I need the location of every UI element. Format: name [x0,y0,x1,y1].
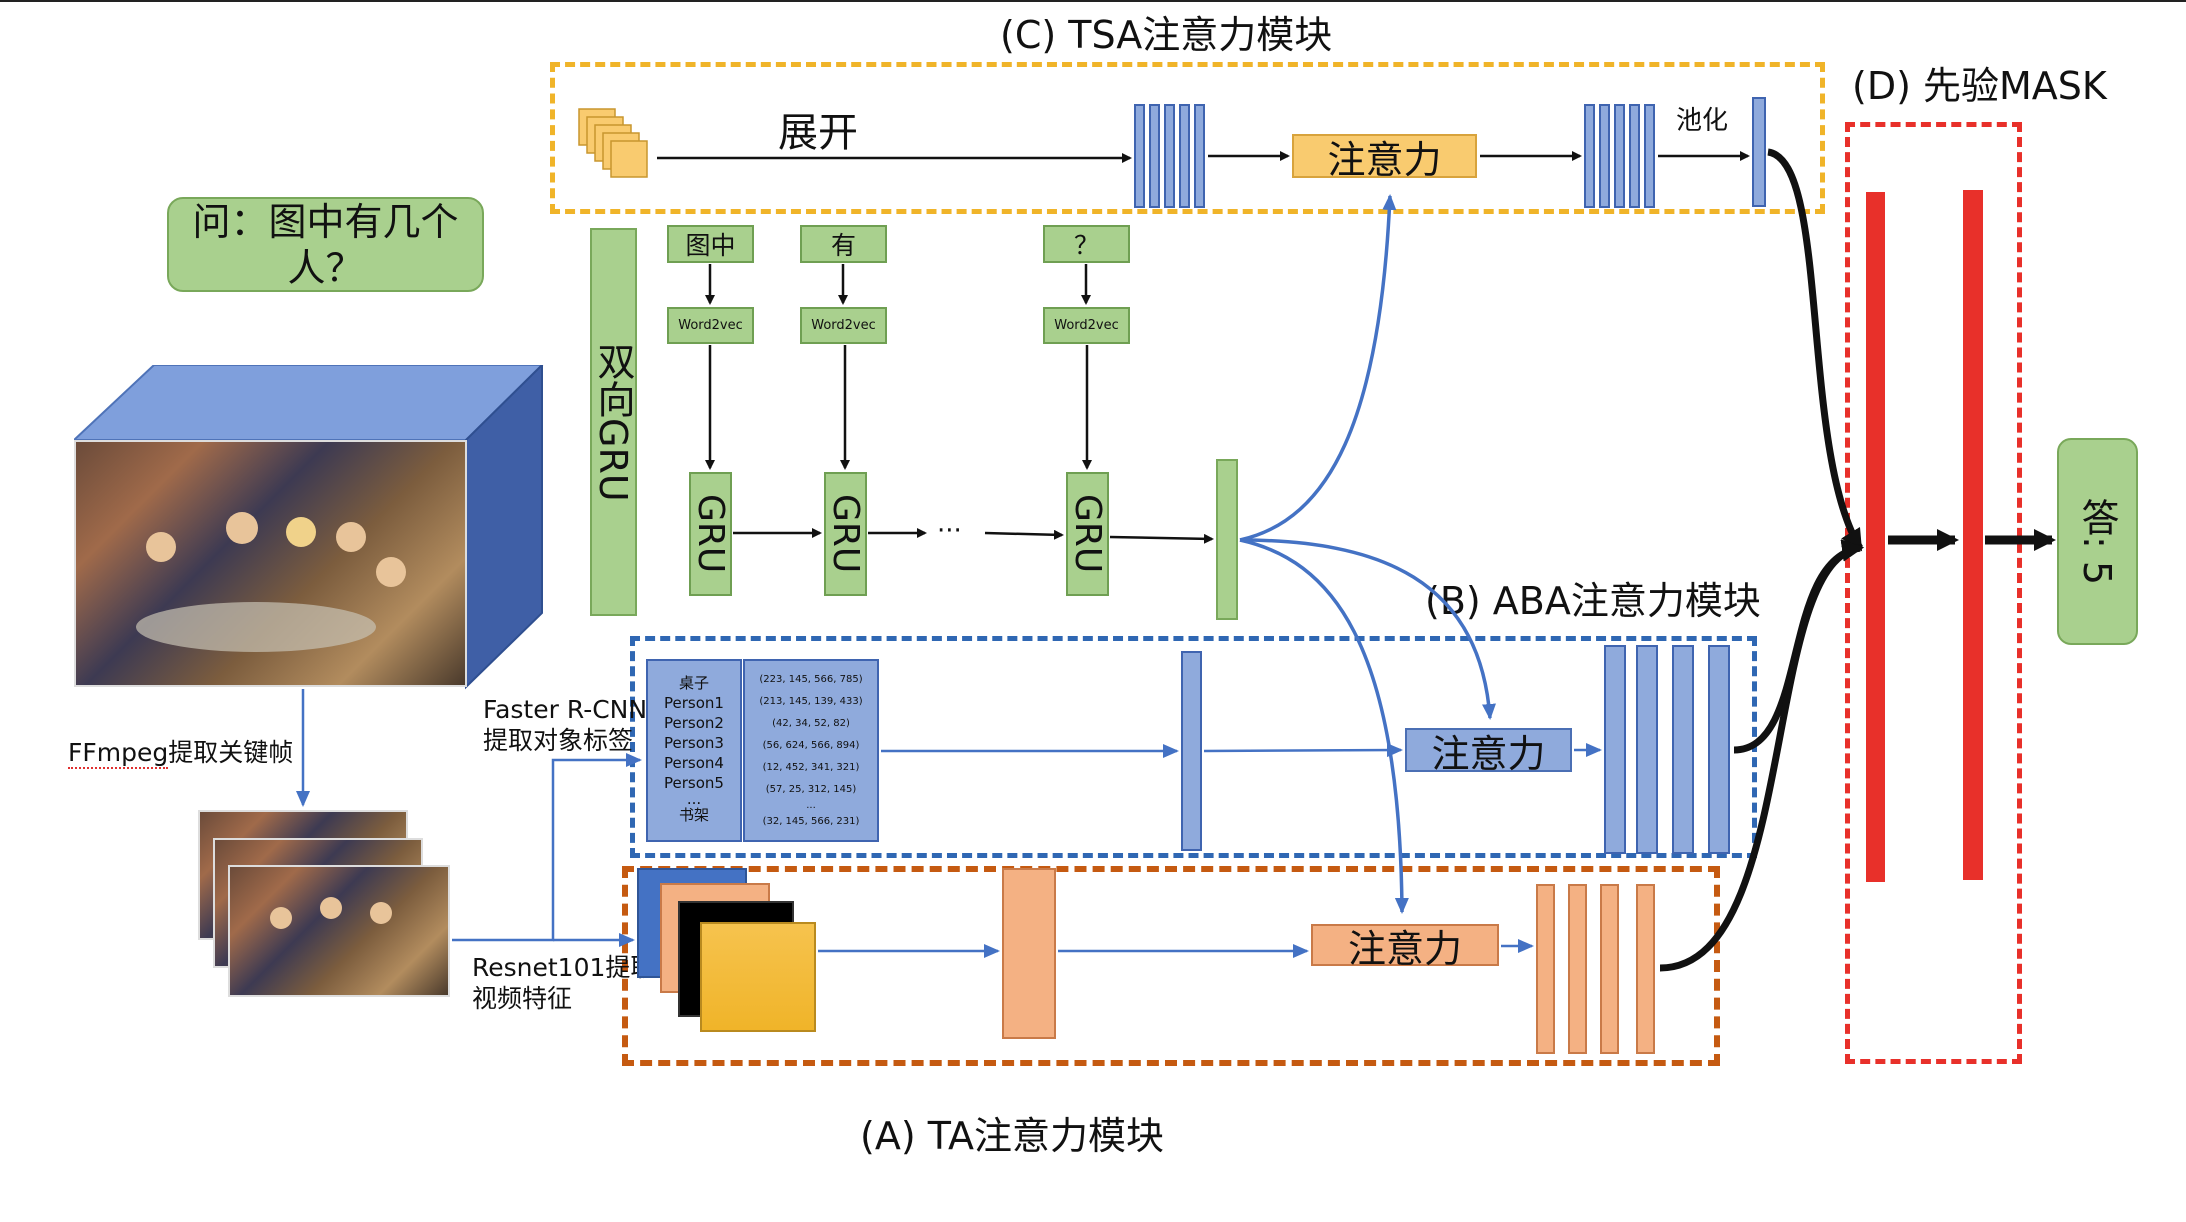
question-box: 问：图中有几个人？ [167,197,484,292]
word2vec-label-1: Word2vec [678,318,743,333]
video-feature-vector [1002,868,1056,1039]
mask-bar-2 [1963,190,1983,880]
object-box-column: (223, 145, 566, 785) (213, 145, 139, 433… [743,659,879,842]
object-label: Person3 [664,734,724,752]
object-box-coords: (32, 145, 566, 231) [762,816,860,827]
word-box-1: 图中 [667,225,754,263]
tsa-module-frame [550,62,1825,214]
question-feature-vector [1216,459,1238,620]
aba-attention-label: 注意力 [1431,731,1546,776]
arrow-ellipsis-gru3 [984,529,1064,540]
word-box-3: ？ [1043,225,1130,263]
gru-label-1: GRU [690,494,731,574]
object-label: Person4 [664,754,724,772]
word2vec-box-3: Word2vec [1043,307,1130,344]
unfolded-vectors [1134,104,1206,208]
video-frame-image [74,440,467,687]
word2vec-box-2: Word2vec [800,307,887,344]
word-3: ？ [1073,231,1099,260]
gru-label-2: GRU [825,494,866,574]
gru-cell-2: GRU [824,472,867,596]
mask-bar-1 [1866,192,1885,882]
ffmpeg-underline [68,767,168,769]
object-box-coords: (42, 34, 52, 82) [772,718,850,729]
object-box-coords: (57, 25, 312, 145) [765,784,857,795]
object-box-coords: ... [806,800,816,811]
tsa-attention-box: 注意力 [1292,134,1477,182]
ta-output-vectors [1536,884,1660,1054]
tsa-title: (C) TSA注意力模块 [1000,13,1333,57]
word-box-2: 有 [800,225,887,263]
ta-attention-label: 注意力 [1347,926,1462,971]
object-box-coords: (12, 452, 341, 321) [762,762,860,773]
resnet-label: Resnet101提取 视频特征 [472,953,656,1013]
object-label: 桌子 [678,674,709,692]
gru-ellipsis: ··· [937,516,962,546]
attended-vectors [1584,104,1656,208]
curve-to-tsa-attention [1239,194,1397,542]
object-label: ... [686,790,702,808]
unfold-label: 展开 [778,110,858,156]
mask-title: (D) 先验MASK [1852,64,2107,108]
answer-box: 答: 5 [2057,438,2138,645]
pooled-vector [1752,97,1766,207]
ta-attention-box: 注意力 [1311,924,1499,971]
faster-rcnn-label: Faster R-CNN 提取对象标签 [483,695,648,755]
word-1: 图中 [685,231,736,260]
pool-label: 池化 [1676,106,1729,136]
aba-output-vectors [1604,645,1734,854]
gru-cell-1: GRU [689,472,732,596]
aba-attention-box: 注意力 [1405,728,1572,776]
tsa-attention-label: 注意力 [1327,137,1442,182]
gru-cell-3: GRU [1066,472,1109,596]
object-box-coords: (56, 624, 566, 894) [762,740,860,751]
object-label: Person2 [664,714,724,732]
question-text: 问：图中有几个人？ [192,199,459,290]
word-2: 有 [830,231,856,260]
word2vec-label-2: Word2vec [811,318,876,333]
ta-title: (A) TA注意力模块 [860,1114,1164,1158]
object-label-column: 桌子 Person1 Person2 Person3 Person4 Perso… [646,659,742,842]
object-label: 书架 [678,806,709,824]
object-box-coords: (223, 145, 566, 785) [759,674,863,685]
object-feature-vector [1181,651,1202,851]
top-border [0,0,2186,2]
word2vec-label-3: Word2vec [1054,318,1119,333]
ffmpeg-label: FFmpeg提取关键帧 [68,738,294,767]
arrow-to-faster-rcnn [452,753,642,942]
object-box-coords: (213, 145, 139, 433) [759,696,863,707]
bigru-label: 双向GRU [591,342,635,502]
gru-label-3: GRU [1067,494,1108,574]
video-cube [74,365,544,690]
object-label: Person1 [664,694,724,712]
answer-text: 答: 5 [2075,497,2119,586]
arrow-gru3-vector [1109,533,1214,544]
video-feature-map-4 [700,922,816,1032]
feature-map-stack [578,108,648,178]
keyframe-3 [228,865,450,997]
word2vec-box-1: Word2vec [667,307,754,344]
bigru-bar: 双向GRU [590,228,637,616]
object-label: Person5 [664,774,724,792]
aba-title: (B) ABA注意力模块 [1425,579,1761,623]
